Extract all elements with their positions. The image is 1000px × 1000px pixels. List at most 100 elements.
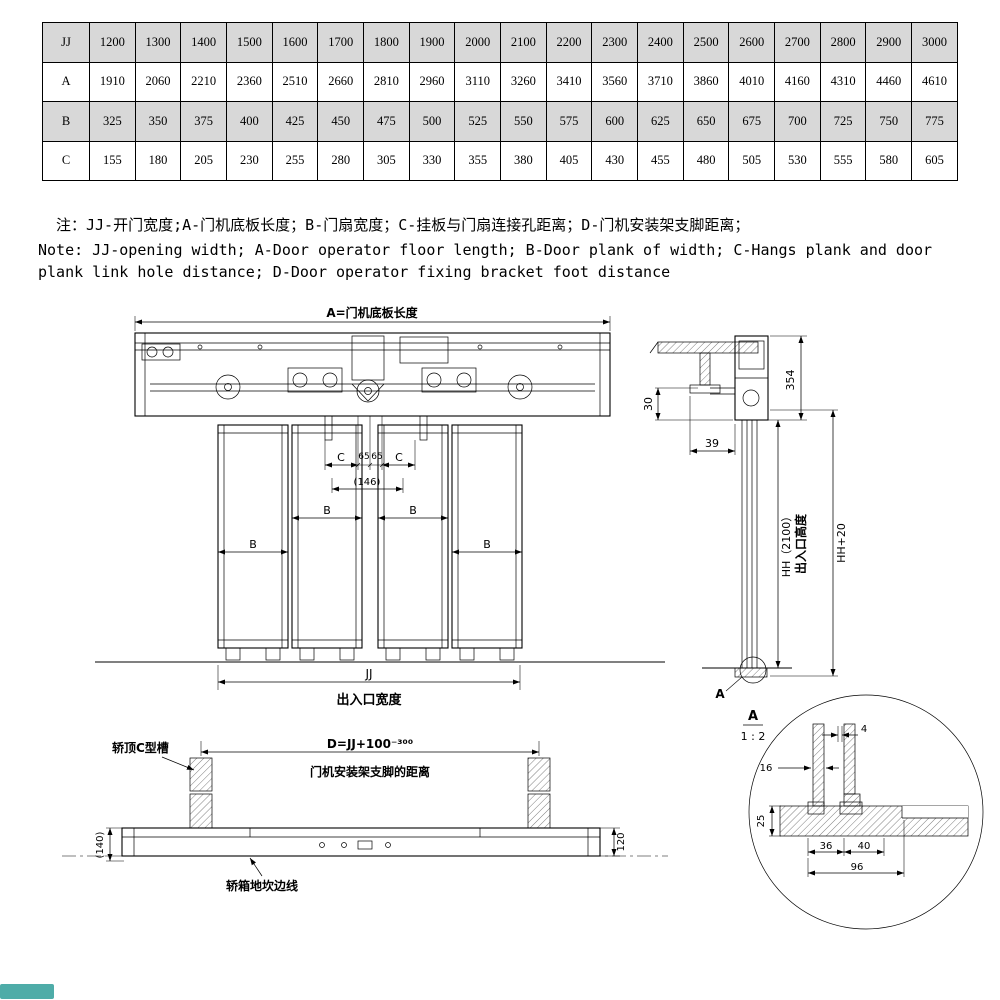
spec-cell: 430 xyxy=(591,140,639,181)
spec-cell: 2960 xyxy=(408,61,456,102)
dim-120: 120 xyxy=(616,832,627,851)
spec-cell: 2700 xyxy=(774,22,821,63)
spec-cell: 2000 xyxy=(454,22,502,63)
spec-cell: 350 xyxy=(134,101,182,142)
row-label: B xyxy=(42,101,90,142)
spec-cell: 405 xyxy=(545,140,593,181)
spec-cell: 3560 xyxy=(591,61,639,102)
spec-cell: 1300 xyxy=(134,22,182,63)
spec-cell: 550 xyxy=(500,101,547,142)
spec-cell: 325 xyxy=(89,101,136,142)
hanger-plate-section xyxy=(843,723,856,795)
spec-cell: 525 xyxy=(454,101,502,142)
spec-cell: 280 xyxy=(317,140,365,181)
spec-cell: 650 xyxy=(682,101,730,142)
spec-cell: 3110 xyxy=(454,61,502,102)
dim-40: 40 xyxy=(858,841,871,852)
spec-cell: 155 xyxy=(89,140,136,181)
detail-marker-label: A xyxy=(715,687,725,701)
technical-drawing: A=门机底板长度 xyxy=(62,305,984,930)
detail-scale: 1 : 2 xyxy=(741,730,766,743)
spec-cell: 3860 xyxy=(682,61,730,102)
spec-cell: 3710 xyxy=(637,61,684,102)
spec-cell: 1900 xyxy=(408,22,456,63)
spec-cell: 305 xyxy=(363,140,410,181)
note-en: Note: JJ-opening width; A-Door operator … xyxy=(38,240,933,282)
spec-cell: 555 xyxy=(819,140,867,181)
spec-cell: 255 xyxy=(271,140,319,181)
fixing-bracket xyxy=(699,352,711,386)
spec-cell: 530 xyxy=(774,140,821,181)
c-channel-bracket-right xyxy=(527,757,551,829)
spec-cell: 2100 xyxy=(500,22,547,63)
spec-cell: 3410 xyxy=(545,61,593,102)
dim-b-inner-right: B xyxy=(409,504,417,517)
spec-cell: 500 xyxy=(408,101,456,142)
spec-cell: 2300 xyxy=(591,22,639,63)
detail-circle xyxy=(748,694,984,930)
dim-65-right: 65 xyxy=(371,452,382,462)
spec-cell: 605 xyxy=(911,140,958,181)
dim-16: 16 xyxy=(760,763,773,774)
spec-cell: 3000 xyxy=(911,22,958,63)
dim-door-operator-length: A=门机底板长度 xyxy=(326,305,418,320)
spec-cell: 205 xyxy=(180,140,228,181)
spec-cell: 700 xyxy=(774,101,821,142)
drive-pulley xyxy=(356,379,380,403)
side-view: 354 30 39 HH（2100） 出入口高度 HH+20 A xyxy=(642,335,848,701)
dim-30: 30 xyxy=(642,397,655,411)
spec-cell: 2800 xyxy=(819,22,867,63)
spec-cell: 455 xyxy=(637,140,684,181)
spec-cell: 1200 xyxy=(89,22,136,63)
spec-cell: 4160 xyxy=(774,61,821,102)
detail-view: A 1 : 2 4 xyxy=(741,694,984,930)
spec-cell: 400 xyxy=(226,101,273,142)
spec-cell: 475 xyxy=(363,101,410,142)
dim-c-right: C xyxy=(395,451,403,464)
right-pulley xyxy=(507,374,533,400)
door-panel-section xyxy=(751,419,758,669)
row-label: JJ xyxy=(42,22,90,63)
dim-39: 39 xyxy=(705,437,719,450)
spec-cell: 1600 xyxy=(271,22,319,63)
spec-cell: 2600 xyxy=(728,22,776,63)
spec-cell: 505 xyxy=(728,140,776,181)
spec-cell: 725 xyxy=(819,101,867,142)
dim-140: (140) xyxy=(95,831,106,858)
detail-marker-circle xyxy=(739,656,767,684)
spec-cell: 2900 xyxy=(865,22,913,63)
spec-cell: 380 xyxy=(500,140,547,181)
row-label: C xyxy=(42,140,90,181)
car-top-plate xyxy=(657,341,759,354)
spec-cell: 575 xyxy=(545,101,593,142)
spec-cell: 2500 xyxy=(682,22,730,63)
dim-96: 96 xyxy=(851,862,864,873)
spec-cell: 180 xyxy=(134,140,182,181)
spec-cell: 3260 xyxy=(500,61,547,102)
spec-cell: 675 xyxy=(728,101,776,142)
door-operator-front xyxy=(134,332,611,441)
left-hanger-plate xyxy=(287,367,343,393)
sill-section xyxy=(734,667,768,678)
door-panel xyxy=(377,424,449,661)
spec-cell: 480 xyxy=(682,140,730,181)
dim-36: 36 xyxy=(820,841,833,852)
plan-view: 轿顶C型槽 D=JJ+100⁻³⁰⁰ 门机安装架支脚的距离 xyxy=(62,737,668,893)
c-channel-bracket-left xyxy=(189,757,213,829)
door-panel-section xyxy=(741,419,748,669)
spec-cell: 580 xyxy=(865,140,913,181)
dim-c-left: C xyxy=(337,451,345,464)
spec-cell: 1400 xyxy=(180,22,228,63)
left-pulley xyxy=(215,374,241,400)
dim-4: 4 xyxy=(861,724,867,735)
right-hanger-plate xyxy=(421,367,477,393)
dim-65-left: 65 xyxy=(358,452,369,462)
dim-146: (146) xyxy=(354,477,381,488)
door-panel xyxy=(291,424,363,661)
dim-b-outer-left: B xyxy=(249,538,257,551)
